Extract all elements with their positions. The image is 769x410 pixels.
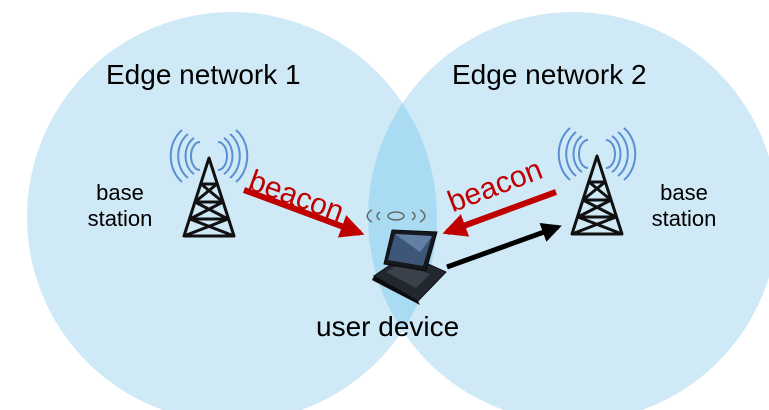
user-device-label: user device [316,311,460,342]
wireless-waves-icon [169,129,249,183]
movement-arrow [446,223,562,270]
beacon-arrow-left [242,187,365,238]
antenna-tower-icon [557,127,637,236]
laptop-icon [372,229,447,305]
base-station-label-line1: base [660,180,708,205]
base-station-label-right: base station [644,180,724,232]
base-station-label-left: base station [80,180,160,232]
antenna-tower-icon [169,129,249,238]
edge-network-2-coverage [368,12,769,410]
base-station-label-line1: base [96,180,144,205]
edge-network-1-coverage [27,12,437,410]
edge-network-2-title: Edge network 2 [452,59,647,90]
base-station-label-line2: station [651,206,717,231]
edge-network-1-title: Edge network 1 [106,59,301,90]
wireless-waves-icon [366,209,426,223]
wireless-waves-icon [557,127,637,181]
base-station-label-line2: station [87,206,153,231]
beacon-arrow-right [442,189,558,237]
